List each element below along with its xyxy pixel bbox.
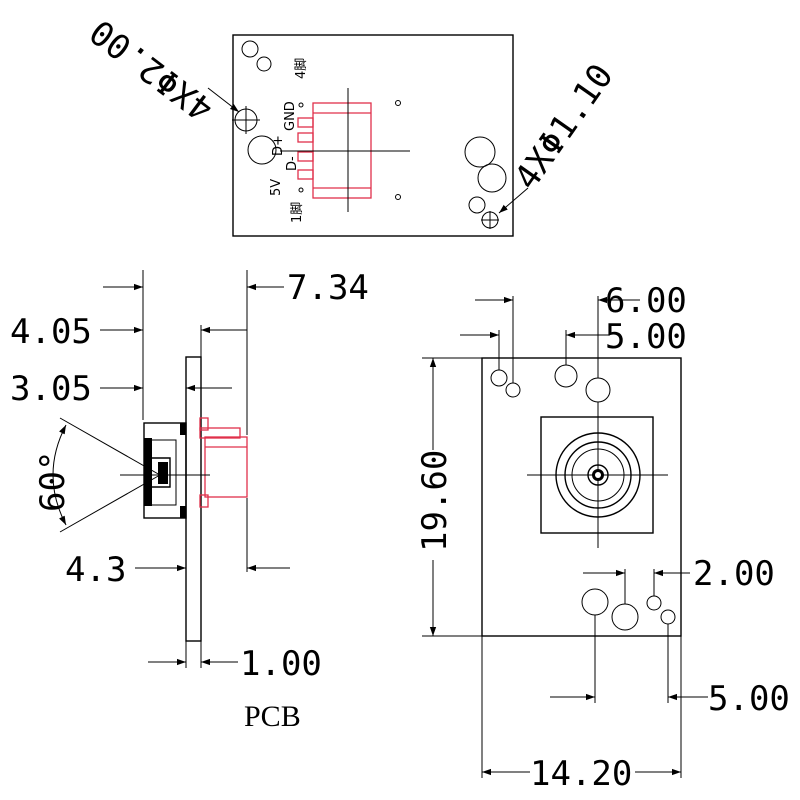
mount-hole — [660, 609, 676, 625]
dim-height: 19.60 — [415, 450, 455, 552]
mount-hole — [505, 382, 521, 398]
pin-label-dminus: D- — [285, 156, 300, 171]
mount-hole — [468, 196, 486, 214]
top-view: 5V D- D+ GND 1脚 4脚 4XΦ2.00 4XΦ1.10 — [83, 11, 622, 237]
dim-thickness: 1.00 — [240, 644, 322, 684]
mount-hole — [646, 595, 662, 611]
side-view: 7.34 4.05 3.05 60° 4.3 1.00 PCB — [10, 268, 369, 733]
pin-label-gnd: GND — [283, 101, 298, 131]
mount-hole — [581, 588, 609, 616]
front-view: 6.00 5.00 19.60 2.00 5.00 14.20 — [415, 281, 790, 794]
side-red-connector — [204, 436, 248, 498]
pin-label-dplus: D+ — [271, 135, 286, 156]
mount-hole — [464, 136, 496, 168]
hole-callout-large: 4XΦ2.00 — [83, 11, 222, 129]
pin1-label: 1脚 — [289, 202, 305, 223]
mount-hole — [611, 603, 639, 631]
dim-bottom-right: 2.00 — [693, 554, 775, 594]
mount-hole — [256, 56, 272, 72]
dim-top-outer: 6.00 — [605, 281, 687, 321]
dim-bottom-lower: 5.00 — [708, 679, 790, 719]
mount-hole — [241, 40, 259, 58]
dim-top-inner: 5.00 — [605, 317, 687, 357]
mount-hole — [554, 364, 578, 388]
dim-angle: 60° — [33, 451, 73, 512]
pin4-label: 4脚 — [293, 58, 309, 79]
side-pcb — [185, 356, 202, 642]
mount-hole — [477, 163, 507, 193]
dim-width: 14.20 — [530, 754, 632, 794]
pin-label-5v: 5V — [269, 179, 284, 196]
mount-hole — [585, 377, 611, 403]
dim-b: 3.05 — [10, 369, 92, 409]
mount-hole — [490, 369, 508, 387]
pcb-caption: PCB — [244, 700, 301, 733]
dim-overall: 7.34 — [287, 268, 369, 308]
dim-c: 4.3 — [65, 550, 126, 590]
top-pcb-outline — [232, 34, 514, 237]
front-pcb-outline — [481, 357, 682, 637]
hole-callout-small: 4XΦ1.10 — [507, 57, 622, 197]
mount-hole — [247, 135, 277, 165]
dim-a: 4.05 — [10, 312, 92, 352]
